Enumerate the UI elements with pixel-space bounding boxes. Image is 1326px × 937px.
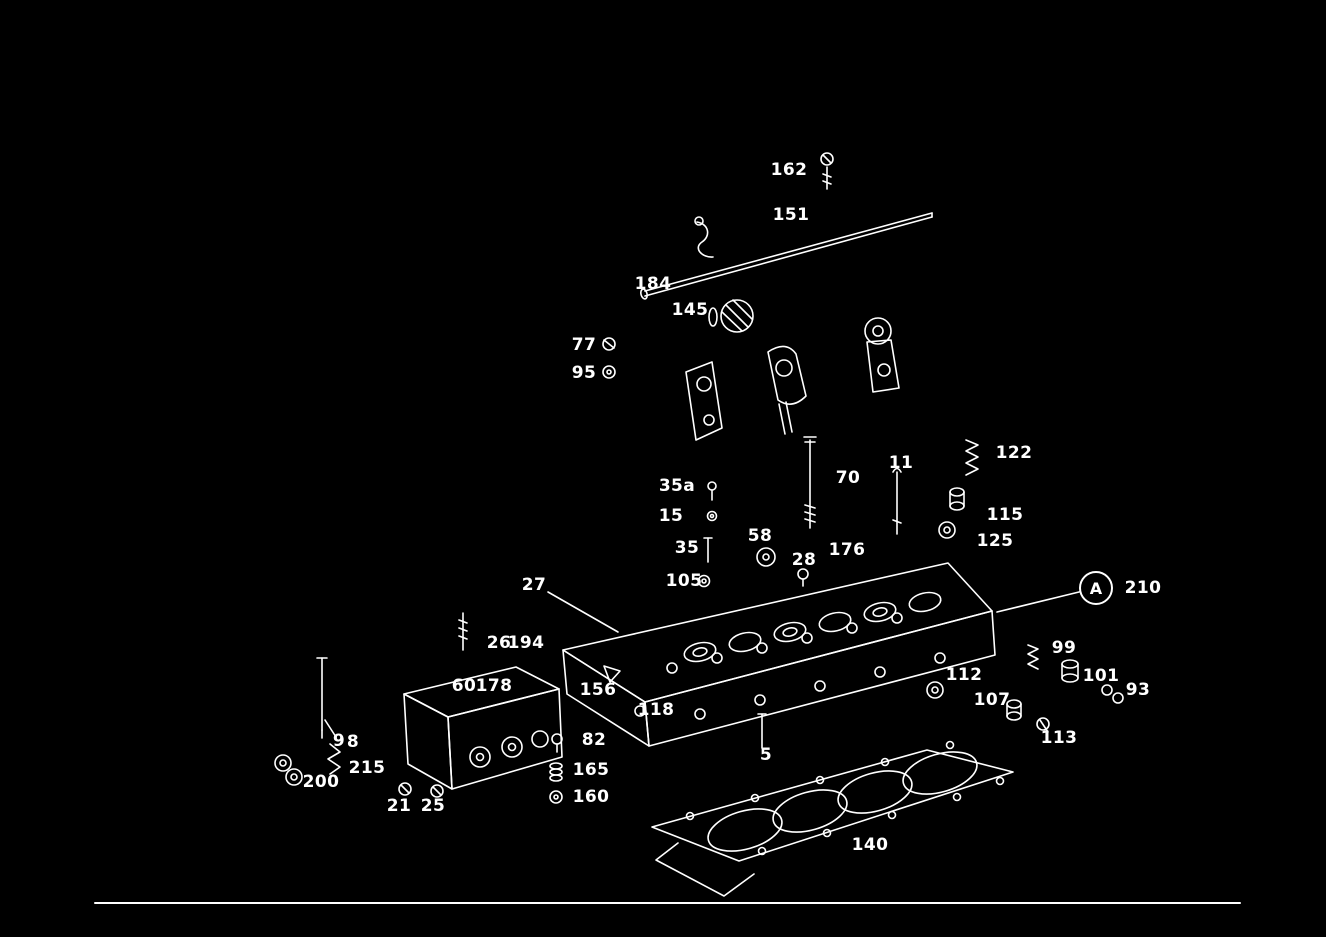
part-label-21: 21 — [386, 796, 412, 816]
part-label-26: 26 — [486, 633, 512, 653]
part-label-210: 210 — [1124, 578, 1162, 598]
reference-symbol-a: A — [1079, 571, 1113, 605]
part-label-95: 95 — [571, 363, 597, 383]
part-label-58: 58 — [747, 526, 773, 546]
valve-stack-drawings — [938, 439, 979, 539]
part-label-162: 162 — [770, 160, 808, 180]
plug-145-drawing — [708, 299, 754, 333]
part-label-101: 101 — [1082, 666, 1120, 686]
small-parts-left-drawings — [274, 612, 767, 804]
part-label-118: 118 — [637, 700, 675, 720]
part-label-5: 5 — [759, 745, 773, 765]
part-label-25: 25 — [420, 796, 446, 816]
part-label-215: 215 — [348, 758, 386, 778]
small-parts-mid-drawings — [697, 481, 809, 588]
leader-27 — [547, 591, 619, 633]
part-label-99: 99 — [1051, 638, 1077, 658]
part-label-15: 15 — [658, 506, 684, 526]
part-label-112: 112 — [945, 665, 983, 685]
part-label-93: 93 — [1125, 680, 1151, 700]
part-label-122: 122 — [995, 443, 1033, 463]
part-label-145: 145 — [671, 300, 709, 320]
part-label-200: 200 — [302, 772, 340, 792]
bolt-77-drawing — [602, 337, 616, 351]
part-label-77: 77 — [571, 335, 597, 355]
part-label-28: 28 — [791, 550, 817, 570]
front-cover-drawing — [403, 666, 563, 790]
washer-95-drawing — [602, 365, 616, 379]
part-label-105: 105 — [665, 571, 703, 591]
part-label-151: 151 — [772, 205, 810, 225]
head-gasket-drawing — [651, 740, 1014, 897]
part-label-27: 27 — [521, 575, 547, 595]
bolt-162-drawing — [820, 152, 834, 190]
part-label-70: 70 — [835, 468, 861, 488]
part-label-140: 140 — [851, 835, 889, 855]
part-label-115: 115 — [986, 505, 1024, 525]
part-label-178: 178 — [475, 676, 513, 696]
part-label-176: 176 — [828, 540, 866, 560]
part-label-194: 194 — [507, 633, 545, 653]
part-label-60: 60 — [451, 676, 477, 696]
bracket-drawings — [685, 317, 900, 441]
hook-184-drawing — [694, 216, 714, 258]
part-label-160: 160 — [572, 787, 610, 807]
part-label-107: 107 — [973, 690, 1011, 710]
part-label-82: 82 — [581, 730, 607, 750]
cylinder-head-drawing — [562, 562, 996, 747]
part-label-11: 11 — [888, 453, 914, 473]
leader-ref-a — [996, 591, 1080, 613]
part-label-9: 9 — [332, 731, 346, 751]
part-label-156: 156 — [579, 680, 617, 700]
part-label-35a: 35a — [658, 476, 696, 496]
part-label-125: 125 — [976, 531, 1014, 551]
bolt-70-drawing — [803, 436, 817, 529]
part-label-165: 165 — [572, 760, 610, 780]
part-label-35: 35 — [674, 538, 700, 558]
rod-151-drawing — [640, 212, 933, 300]
part-label-184: 184 — [634, 274, 672, 294]
small-parts-right-drawings — [926, 644, 1124, 733]
part-label-8: 8 — [346, 732, 360, 752]
part-label-113: 113 — [1040, 728, 1078, 748]
stud-11-drawing — [892, 467, 902, 535]
